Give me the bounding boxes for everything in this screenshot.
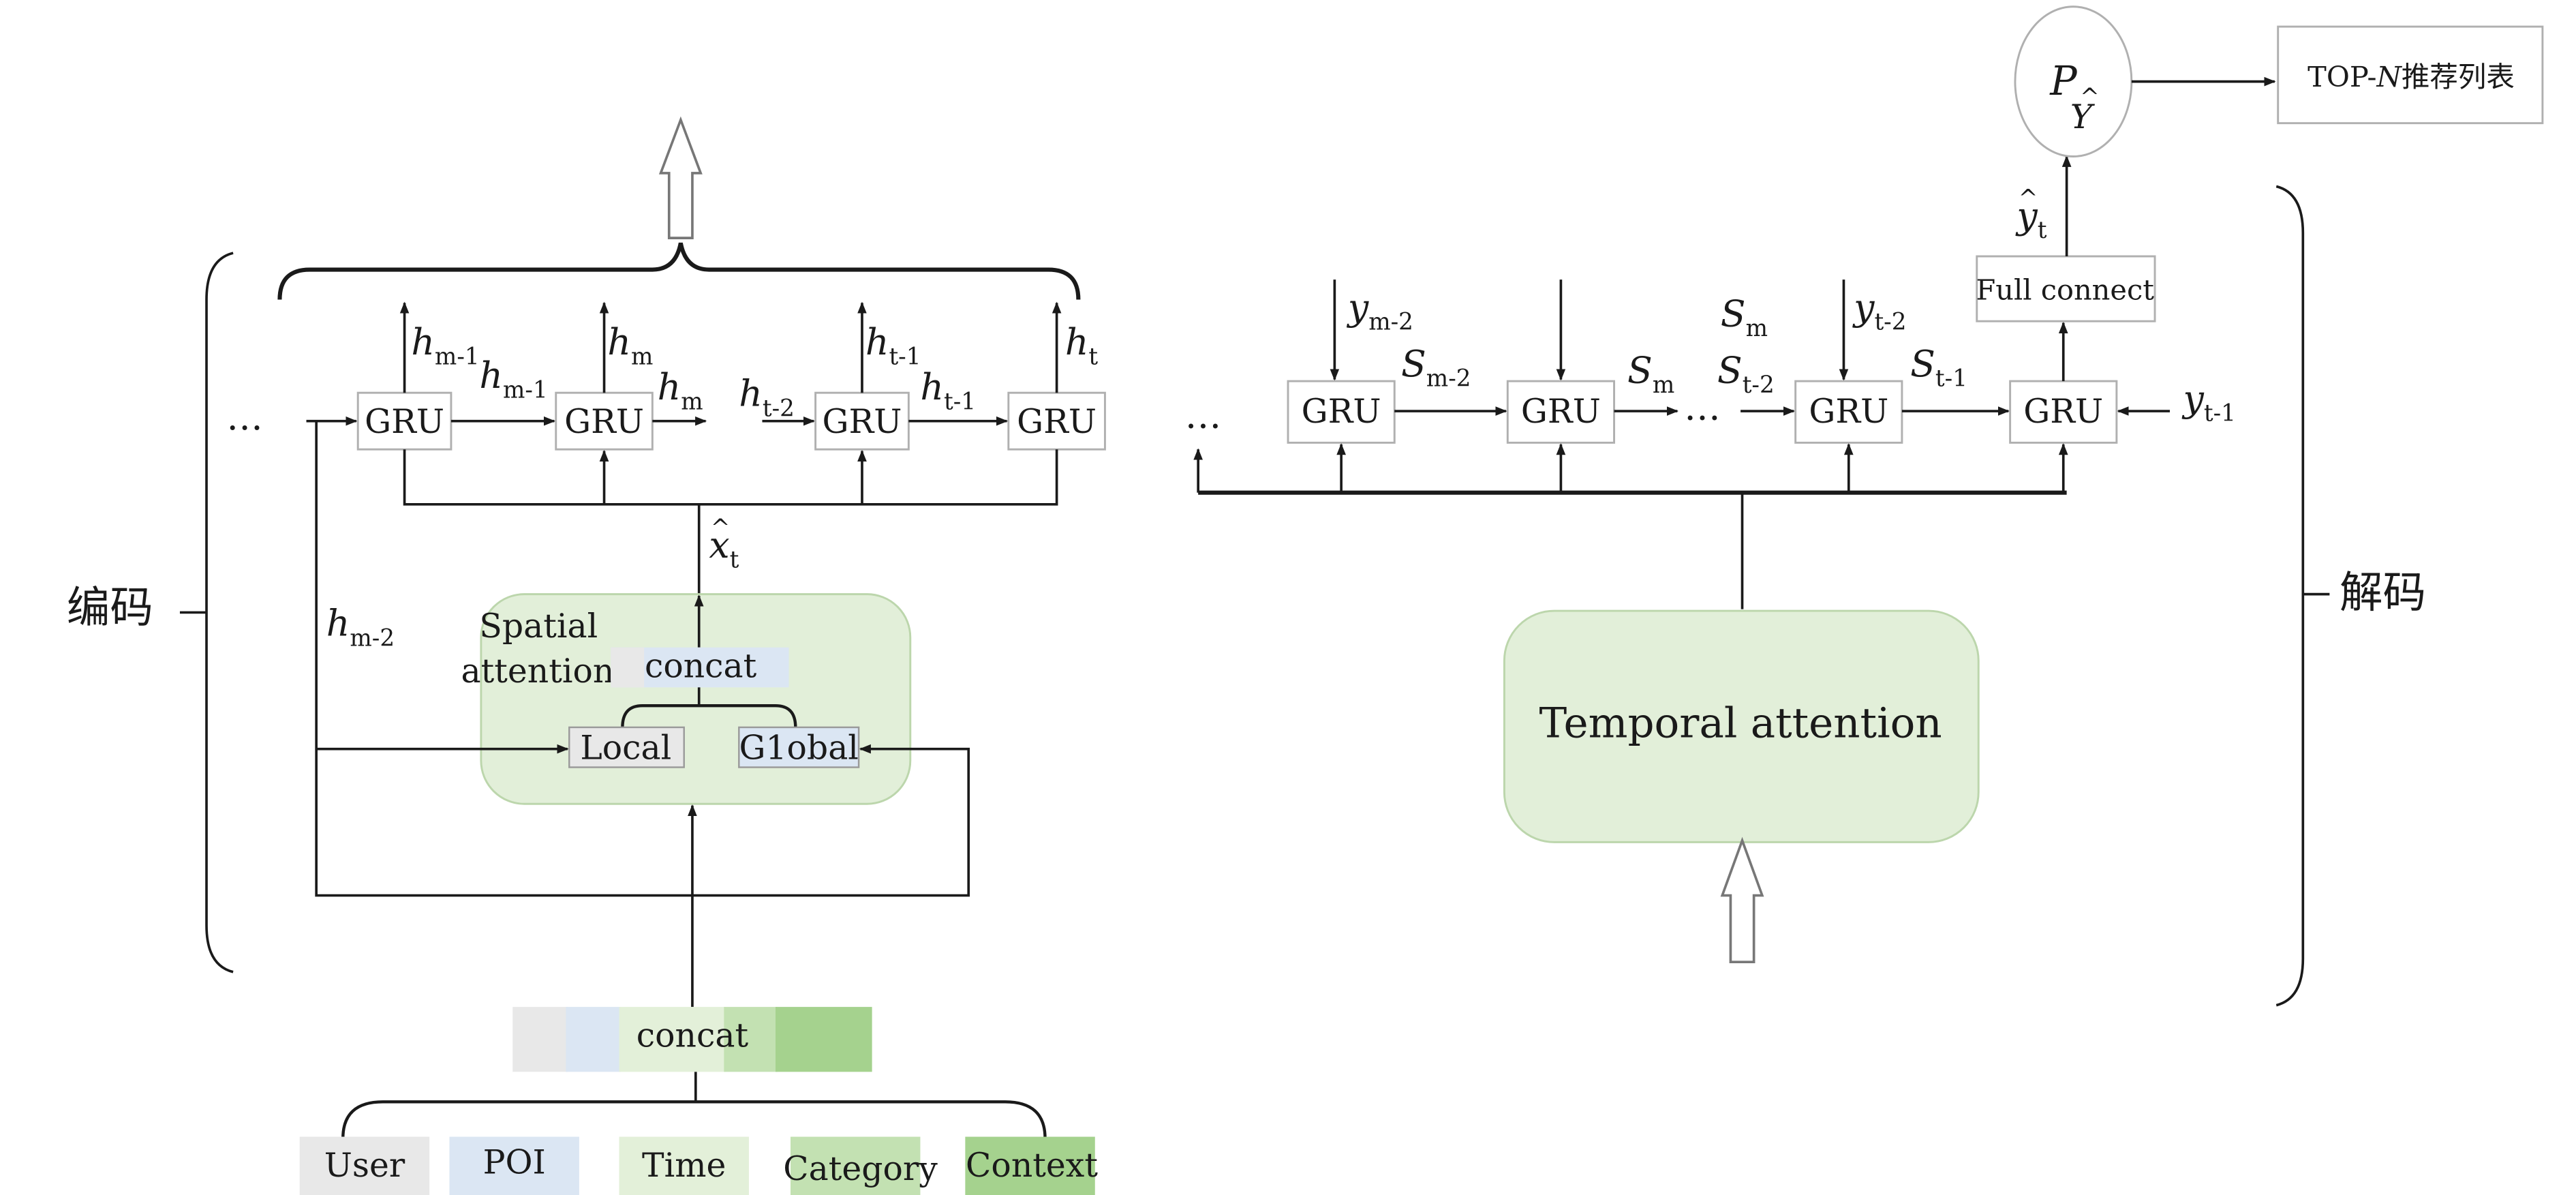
full-connect-label: Full connect (1976, 273, 2154, 306)
svg-text:GRU: GRU (1521, 392, 1601, 431)
local-label: Local (580, 728, 671, 767)
svg-text:Context: Context (966, 1146, 1098, 1185)
svg-text:^: ^ (2080, 84, 2100, 111)
encoder-output-hollow-arrow (658, 116, 703, 239)
temporal-input-hollow-arrow (1720, 836, 1764, 964)
label-x-hat-accent: ^ (711, 515, 731, 542)
encoder-bracket (205, 252, 234, 973)
svg-text:User: User (324, 1146, 405, 1185)
label-h-t-1-right: ht-1 (920, 365, 976, 416)
svg-text:GRU: GRU (365, 402, 444, 441)
label-s-m-right: Sm (1627, 349, 1674, 399)
svg-text:Category: Category (783, 1149, 938, 1188)
decoder-bracket (2275, 185, 2305, 1007)
spatial-concat-label: concat (645, 647, 757, 686)
encoder-ellipsis: … (226, 395, 263, 438)
label-y-t-2: yt-2 (1852, 286, 1906, 336)
input-concat-label: concat (637, 1016, 749, 1055)
feature-context (965, 1136, 1095, 1195)
decoder-label: 解码 (2340, 567, 2426, 618)
decoder-ellipsis-left: … (1185, 393, 1222, 436)
svg-text:GRU: GRU (823, 402, 902, 441)
encoder-gru-2: GRU (555, 391, 654, 451)
feature-category (790, 1136, 921, 1195)
label-y-m-2: ym-2 (1347, 286, 1413, 336)
top-n-list-label: TOP-N推荐列表 (2307, 60, 2515, 93)
svg-text:GRU: GRU (2023, 392, 2103, 431)
temporal-attention-label: Temporal attention (1539, 699, 1942, 748)
label-s-m-2: Sm-2 (1401, 342, 1471, 393)
label-h-m-1-right: hm-1 (479, 354, 547, 404)
decoder-gru-3: GRU (1794, 380, 1903, 444)
top-n-list-box (2277, 25, 2544, 125)
feature-time (619, 1136, 749, 1195)
input-section: concat User POI Time Category Context (299, 1007, 1098, 1195)
input-brace (341, 1100, 1047, 1138)
svg-text:^: ^ (2019, 185, 2038, 213)
local-box (568, 726, 685, 768)
label-h-m-2: hm-2 (326, 602, 395, 652)
label-h-m-right: hm (658, 365, 703, 416)
label-y-t-1: yt-1 (2182, 377, 2236, 427)
svg-text:GRU: GRU (1809, 392, 1888, 431)
label-h-t-2: ht-2 (739, 372, 795, 423)
label-s-t-1: St-1 (1910, 342, 1967, 393)
encoder-gru-3: GRU (814, 391, 910, 451)
encoder-section: 编码 … GRU GRU GRU GRU (67, 116, 1106, 1008)
label-h-m-1-up: hm-1 (411, 320, 479, 371)
global-box (738, 726, 860, 768)
encoder-gru-1: GRU (356, 391, 453, 451)
label-y-hat: yt (2015, 194, 2046, 244)
label-h-t-1-up: ht-1 (865, 320, 921, 371)
svg-text:GRU: GRU (1017, 402, 1097, 441)
feature-poi (449, 1136, 579, 1195)
encoder-input-bus (403, 449, 1058, 506)
decoder-gru-4: GRU (2009, 380, 2118, 444)
label-s-t-2: St-2 (1717, 349, 1775, 399)
full-connect-box (1976, 255, 2156, 322)
svg-text:GRU: GRU (1302, 392, 1381, 431)
decoder-gru-1: GRU (1287, 380, 1396, 444)
decoder-gru-2: GRU (1506, 380, 1615, 444)
label-x-hat: xt (709, 524, 739, 574)
spatial-attention-label: Spatial attention (461, 607, 615, 691)
encoder-label: 编码 (67, 582, 153, 633)
label-s-m-top: Sm (1721, 292, 1768, 343)
label-h-m-up: hm (607, 320, 653, 371)
svg-text:POI: POI (483, 1143, 546, 1181)
feature-user (299, 1136, 430, 1195)
encoder-gru-4: GRU (1007, 391, 1106, 451)
global-label: G1obal (739, 728, 858, 767)
svg-text:GRU: GRU (564, 402, 644, 441)
svg-text:Time: Time (642, 1146, 726, 1185)
decoder-ellipsis-mid: … (1684, 385, 1721, 428)
h-m-2-feedback (315, 421, 970, 897)
encoder-top-brace (277, 242, 1081, 300)
decoder-section: 解码 … … GRU GRU GRU GRU ym-2 (1185, 5, 2544, 1007)
label-h-t: ht (1065, 320, 1099, 371)
